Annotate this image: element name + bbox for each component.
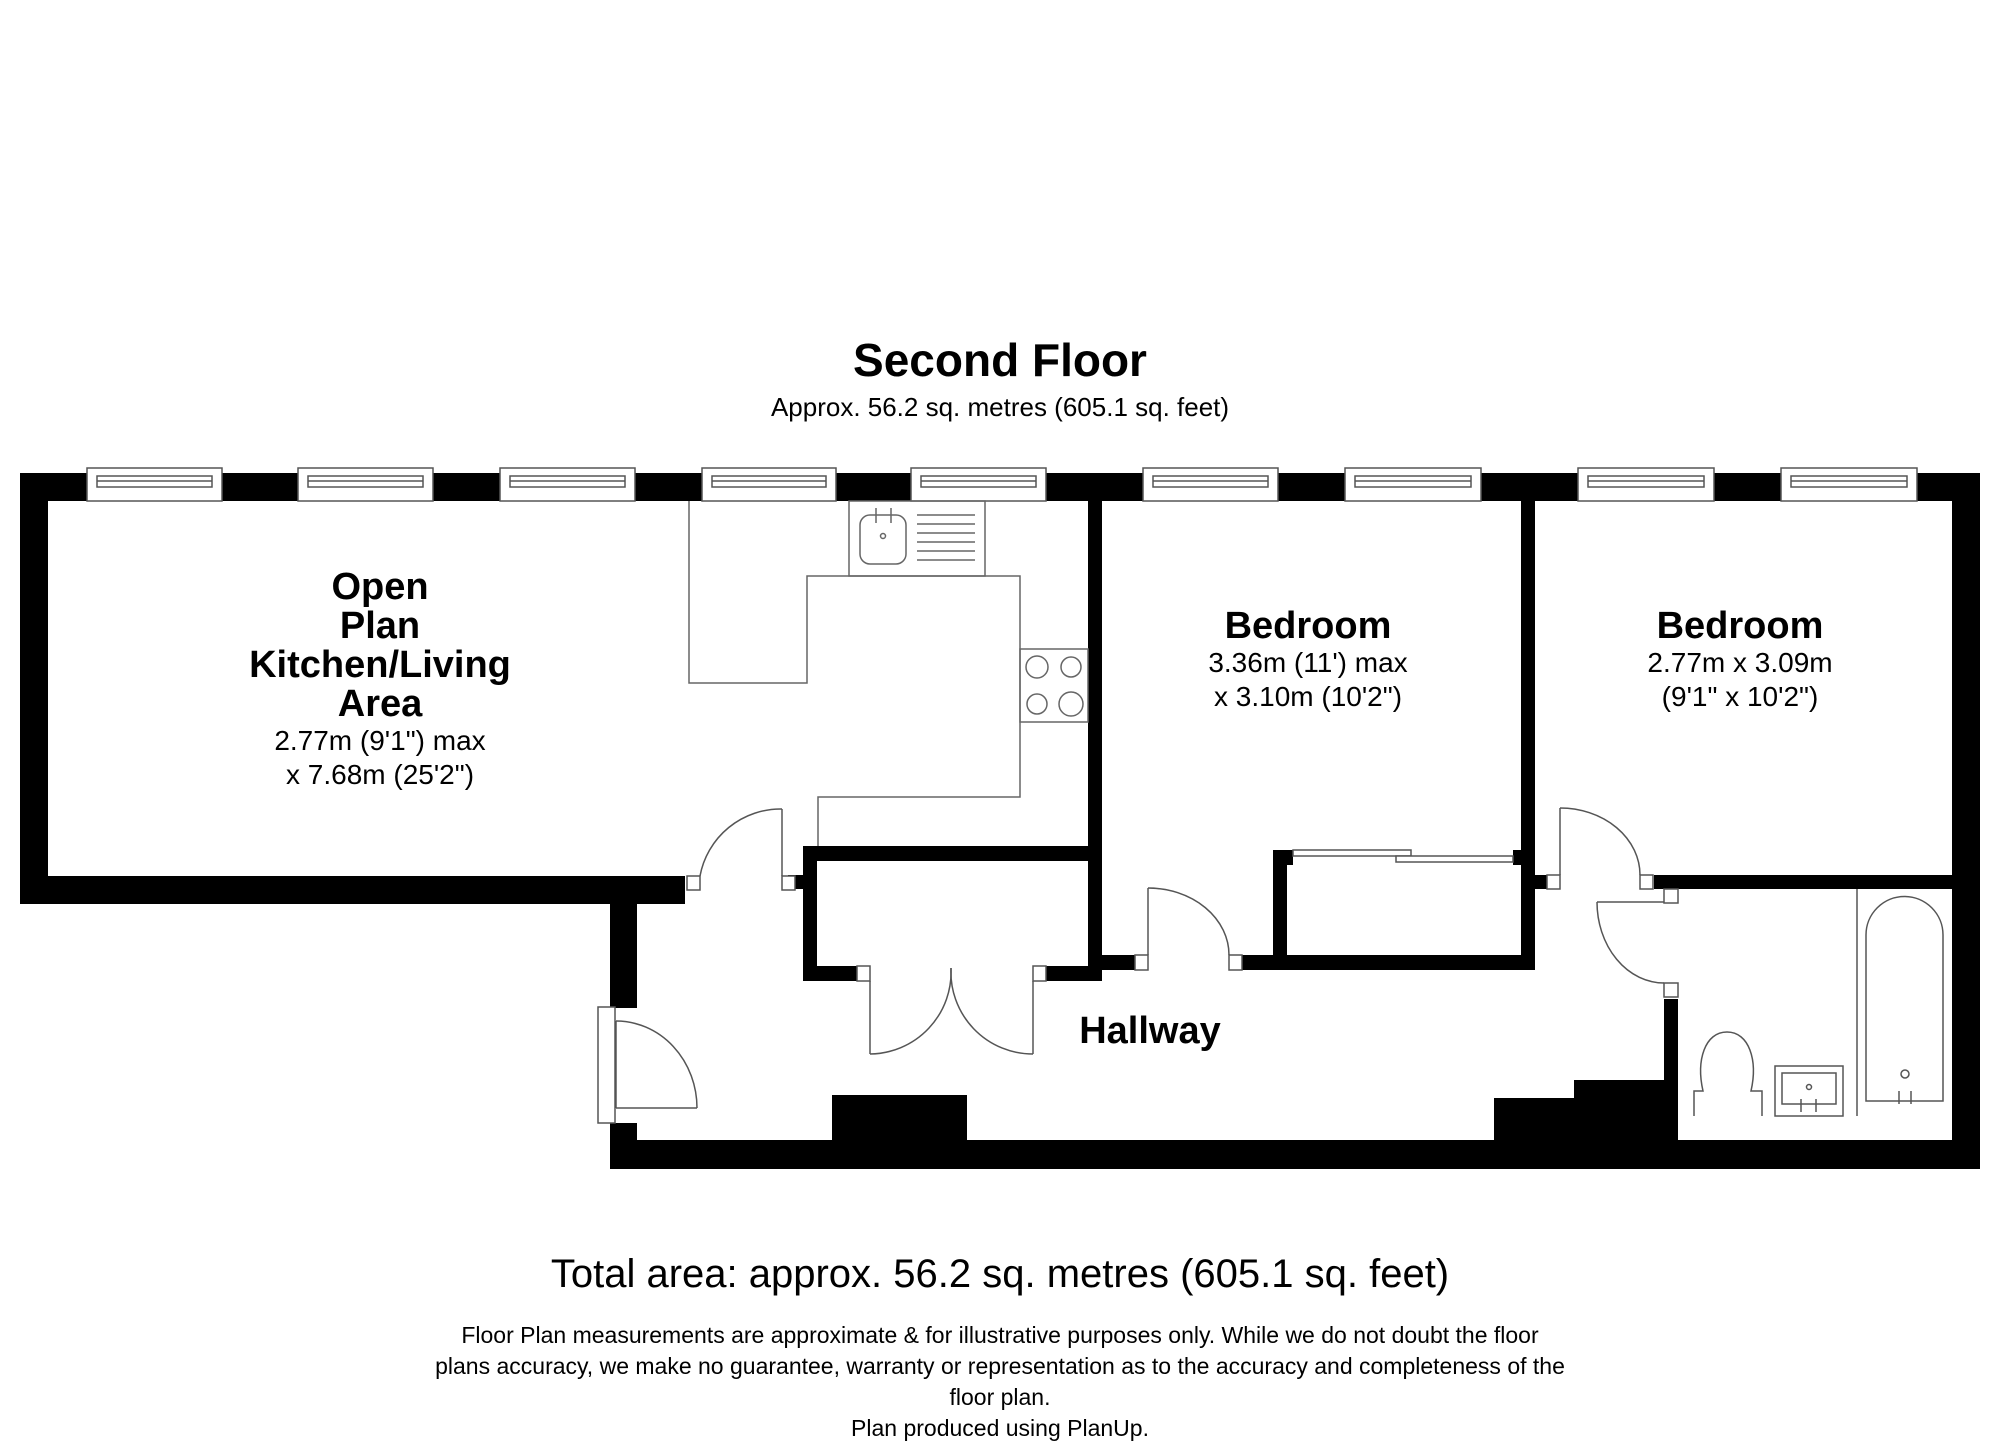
sink-icon — [848, 500, 986, 577]
doors — [597, 807, 1679, 1124]
bathroom-fixtures — [1693, 889, 1944, 1117]
window-icon — [499, 467, 636, 502]
room-label-bedroom-1: Bedroom 3.36m (11') max x 3.10m (10'2") — [1208, 605, 1408, 713]
window-icon — [1780, 467, 1918, 502]
door-icon — [1596, 888, 1679, 998]
front-door-icon — [597, 1006, 698, 1124]
hob-icon — [1019, 648, 1089, 723]
room-label-hallway: Hallway — [1079, 1010, 1221, 1052]
window-icon — [297, 467, 434, 502]
floor-area-subtitle: Approx. 56.2 sq. metres (605.1 sq. feet) — [770, 392, 1230, 422]
room-label-kitchen-living: Open Plan Kitchen/Living Area 2.77m (9'1… — [249, 566, 511, 791]
floor-title: Second Floor — [853, 334, 1147, 386]
window-icon — [1142, 467, 1279, 502]
disclaimer: Floor Plan measurements are approximate … — [350, 1320, 1650, 1444]
window-icon — [86, 467, 223, 502]
total-area: Total area: approx. 56.2 sq. metres (605… — [550, 1252, 1450, 1296]
window-icon — [701, 467, 837, 502]
windows — [86, 467, 1918, 502]
toilet-icon — [1693, 1031, 1763, 1116]
bath-icon — [1865, 895, 1944, 1104]
window-icon — [1344, 467, 1482, 502]
double-door-icon — [856, 965, 1047, 1055]
room-label-bedroom-2: Bedroom 2.77m x 3.09m (9'1" x 10'2") — [1647, 605, 1833, 713]
basin-icon — [1774, 1065, 1844, 1117]
door-icon — [686, 808, 796, 891]
kitchen-units — [688, 500, 1089, 846]
window-icon — [910, 467, 1047, 502]
door-icon — [1546, 807, 1654, 890]
wardrobe-sliding-door-icon — [1292, 849, 1514, 863]
door-icon — [1134, 887, 1243, 971]
walls — [20, 473, 1980, 1169]
credit-line: Plan produced using PlanUp. — [851, 1415, 1149, 1441]
window-icon — [1577, 467, 1715, 502]
